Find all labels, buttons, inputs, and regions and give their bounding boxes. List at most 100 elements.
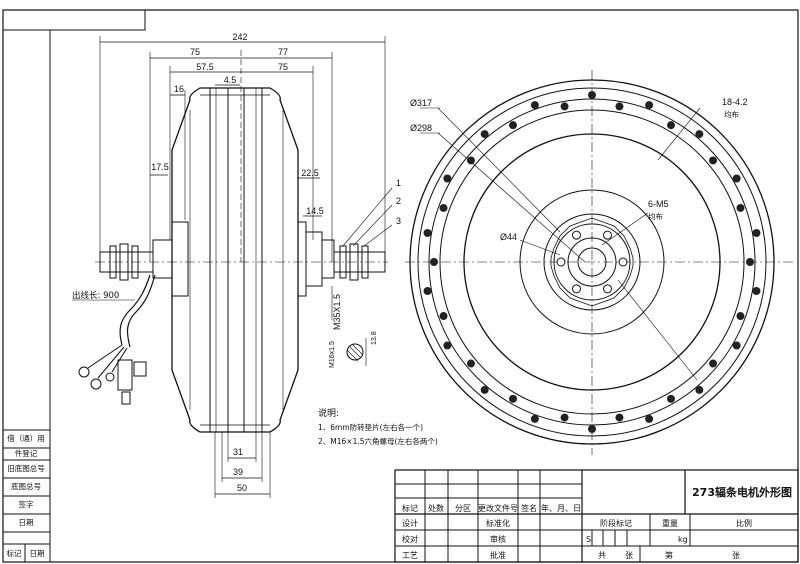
front-view: Ø317 Ø298 Ø44 18-4.2 均布 6-M5 均布	[405, 70, 795, 455]
shaft-section	[346, 343, 364, 361]
tb-weight-unit: kg	[678, 535, 688, 544]
rim-channel-left	[209, 87, 229, 433]
dim-17-5: 17.5	[151, 162, 169, 172]
motor-body	[171, 87, 299, 433]
spoke-hole	[480, 385, 489, 394]
spoke-holes-even: 均布	[724, 109, 739, 119]
spoke-hole	[645, 101, 654, 110]
spoke-hole	[480, 130, 489, 139]
tb-process: 工艺	[402, 551, 418, 560]
m5-hole	[618, 257, 628, 267]
dia-317: Ø317	[410, 98, 432, 108]
spoke-hole	[423, 229, 432, 238]
thread-13-8-label: 13.8	[371, 331, 378, 345]
spoke-hole	[695, 385, 704, 394]
tb-sheet-no: 第	[665, 550, 673, 560]
m5-hole	[572, 284, 581, 294]
hub-flange	[543, 213, 641, 311]
spoke-hole	[752, 229, 761, 238]
motor-shell	[463, 133, 721, 391]
tb-sheet-unit2: 张	[732, 551, 740, 560]
spoke-hole	[695, 130, 704, 139]
spoke-hole	[530, 414, 539, 423]
spoke-hole	[746, 258, 754, 266]
dim-16: 16	[174, 84, 184, 94]
tb-header-mark: 标记	[402, 503, 418, 513]
dia-298: Ø298	[410, 123, 432, 133]
tb-header-date: 年、月、日	[541, 503, 581, 513]
dim-75-left: 75	[190, 47, 200, 57]
spoke-hole	[752, 286, 761, 295]
callout-2: 2	[396, 196, 401, 206]
strip-label-3: 旧底图总号	[7, 463, 45, 473]
rim-lip	[439, 109, 745, 415]
drawing-title: 273辐条电机外形图	[692, 485, 792, 499]
dim-14-5: 14.5	[306, 206, 324, 216]
spoke-hole	[588, 91, 596, 99]
spoke-hole	[615, 102, 624, 111]
spoke-hole	[466, 359, 475, 368]
tb-stage-s: S	[586, 535, 591, 544]
m5-hole	[572, 230, 581, 240]
spoke-hole	[466, 156, 475, 165]
strip-label-7: 标记	[7, 548, 22, 558]
connector-terminals	[78, 344, 147, 405]
tb-header-sign: 签名	[521, 503, 537, 513]
dim-31: 31	[233, 447, 243, 457]
notes: 说明: 1、6mm防转垫片(左右各一个) 2、M16×1.5六角螺母(左右各两个…	[318, 407, 438, 446]
strip-label-8: 日期	[30, 549, 45, 558]
spoke-hole	[509, 121, 517, 130]
m5-holes-label: 6-M5	[648, 199, 669, 209]
m5-hole	[603, 284, 612, 294]
dim-242: 242	[232, 32, 247, 42]
spoke-hole	[736, 203, 745, 212]
tb-header-docno: 更改文件号	[478, 503, 518, 513]
rim-inner-edge	[417, 87, 767, 437]
axle-left	[99, 251, 154, 273]
dim-75-right: 75	[278, 62, 288, 72]
tb-stage: 阶段标记	[600, 518, 632, 528]
side-cover	[519, 189, 665, 335]
spoke-hole	[430, 258, 438, 266]
callout-1: 1	[396, 178, 401, 188]
dim-22-5: 22.5	[301, 168, 319, 178]
strip-label-6: 日期	[19, 518, 34, 527]
tb-approve: 批准	[490, 550, 506, 560]
dim-57-5: 57.5	[196, 62, 214, 72]
spoke-hole	[736, 312, 745, 321]
dim-77: 77	[278, 47, 288, 57]
cable	[119, 274, 151, 346]
tb-header-count: 处数	[428, 503, 444, 513]
tb-scale: 比例	[736, 518, 752, 528]
title-block: 标记 处数 分区 更改文件号 签名 年、月、日 设计 标准化 校对 审核 工艺 …	[394, 469, 799, 563]
rim-channel-right	[243, 87, 263, 433]
tb-review: 审核	[490, 534, 506, 544]
spoke-hole	[509, 394, 517, 403]
left-strip: 借（通）用 件登记 旧底图总号 底图总号 签字 日期 标记 日期	[2, 429, 51, 563]
side-view: 242 75 77 57.5 75 4.5 16 17.5 22.5 14.5	[72, 32, 401, 498]
drawing-frame	[2, 9, 799, 563]
dia-44: Ø44	[500, 232, 517, 242]
notes-heading: 说明:	[318, 407, 339, 419]
tb-design: 设计	[402, 518, 418, 528]
cable-length-label: 出线长: 900	[72, 290, 119, 301]
dim-4-5: 4.5	[224, 75, 237, 85]
strip-label-5: 签字	[19, 499, 34, 509]
spoke-hole	[709, 359, 718, 368]
dim-39: 39	[233, 467, 243, 477]
note-2: 2、M16×1.5六角螺母(左右各两个)	[318, 436, 438, 446]
spoke-hole	[667, 121, 675, 130]
spoke-holes-label: 18-4.2	[722, 97, 748, 107]
thread-m35-label: M35X1.5	[332, 294, 342, 330]
corner-box	[2, 9, 146, 31]
strip-label-2: 件登记	[15, 448, 38, 458]
outer-rim	[409, 79, 775, 445]
spoke-hole	[588, 425, 596, 433]
tb-standard: 标准化	[486, 518, 510, 528]
thread-m16-label: M16x1.5	[329, 341, 336, 368]
strip-label-4: 底图总号	[11, 481, 41, 491]
strip-label-1: 借（通）用	[7, 433, 45, 443]
spoke-hole	[443, 174, 452, 183]
spoke-hole	[560, 413, 569, 422]
